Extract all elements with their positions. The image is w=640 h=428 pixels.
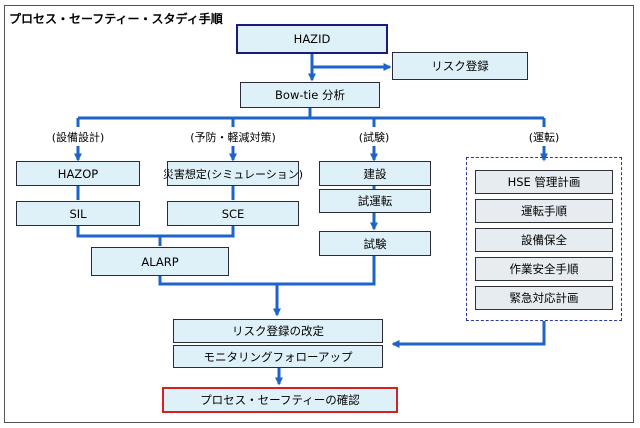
testing-node: 試験 bbox=[319, 231, 431, 256]
process-safety-confirmation-node: プロセス・セーフティーの確認 bbox=[162, 387, 398, 413]
branch-label-design: (設備設計) bbox=[51, 131, 105, 144]
diagram-frame bbox=[4, 5, 634, 423]
emergency-plan-node: 緊急対応計画 bbox=[475, 286, 613, 310]
hazop-node: HAZOP bbox=[16, 161, 140, 186]
trial-operation-node: 試運転 bbox=[319, 189, 431, 213]
link-testing-merge bbox=[277, 256, 376, 286]
branch-label-prevention: (予防・軽減対策) bbox=[190, 131, 276, 144]
link-sil-alarp bbox=[76, 226, 235, 238]
diagram-title: プロセス・セーフティー・スタディ手順 bbox=[9, 12, 223, 26]
operating-procedures-node: 運転手順 bbox=[475, 199, 613, 223]
arrow-operation-to-monitoring bbox=[391, 321, 546, 348]
branch-label-operation: (運転) bbox=[528, 131, 560, 144]
construction-node: 建設 bbox=[319, 161, 431, 186]
operation-group bbox=[466, 157, 622, 321]
monitoring-followup-node: モニタリングフォローアップ bbox=[173, 345, 383, 368]
bowtie-analysis-node: Bow-tie 分析 bbox=[240, 82, 380, 108]
maintenance-node: 設備保全 bbox=[475, 228, 613, 252]
branch-label-testing: (試験) bbox=[358, 131, 390, 144]
sce-node: SCE bbox=[167, 201, 299, 226]
work-safety-node: 作業安全手順 bbox=[475, 257, 613, 281]
risk-register-revision-node: リスク登録の改定 bbox=[173, 319, 383, 343]
disaster-scenario-node: 災害想定(シミュレーション) bbox=[163, 161, 303, 186]
hse-plan-node: HSE 管理計画 bbox=[475, 170, 613, 194]
sil-node: SIL bbox=[16, 201, 140, 226]
risk-register-node: リスク登録 bbox=[392, 52, 528, 80]
link-alarp-merge bbox=[158, 276, 277, 286]
alarp-node: ALARP bbox=[91, 247, 229, 276]
hazid-node: HAZID bbox=[236, 24, 388, 54]
